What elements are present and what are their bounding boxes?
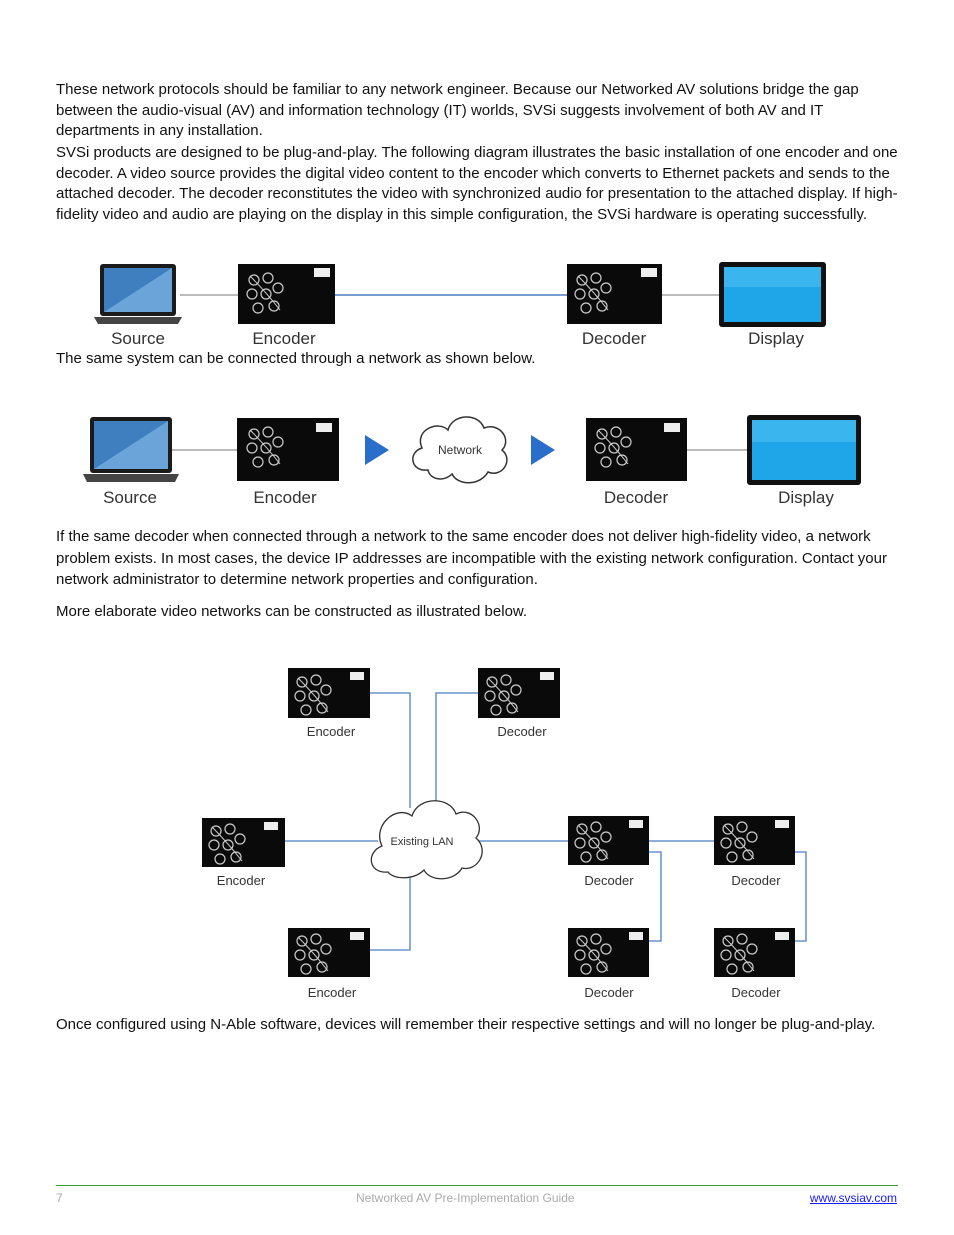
website-link[interactable]: www.svsiav.com: [809, 1191, 897, 1205]
decoder-label: Decoder: [582, 329, 647, 348]
decoder-device-icon: [586, 418, 687, 481]
decoder-label: Decoder: [604, 488, 669, 507]
encoder-label: Encoder: [307, 724, 356, 739]
decoder-device-icon: [714, 928, 795, 977]
encoder-label: Encoder: [308, 985, 357, 1000]
decoder-device-icon: [478, 668, 560, 718]
decoder-label: Decoder: [731, 873, 781, 888]
decoder-device-icon: [568, 816, 649, 865]
arrow-right-icon: [365, 435, 389, 465]
footer-title: Networked AV Pre-Implementation Guide: [356, 1191, 575, 1205]
display-monitor-icon: [747, 415, 861, 485]
encoder-device-icon: [238, 264, 335, 324]
encoder-label: Encoder: [252, 329, 316, 348]
lan-cloud-icon: [370, 800, 483, 880]
arrow-right-icon: [531, 435, 555, 465]
decoder-label: Decoder: [584, 985, 634, 1000]
display-monitor-icon: [719, 262, 826, 327]
encoder-label: Encoder: [253, 488, 317, 507]
decoder-device-icon: [567, 264, 662, 324]
encoder-label: Encoder: [217, 873, 266, 888]
source-label: Source: [111, 329, 165, 348]
footer-rule: [56, 1185, 898, 1186]
network-label: Network: [438, 443, 483, 457]
page-number: 7: [56, 1191, 63, 1205]
encoder-device-icon: [202, 818, 285, 867]
network-intro-paragraph: The same system can be connected through…: [56, 350, 536, 367]
source-label: Source: [103, 488, 157, 507]
encoder-device-icon: [288, 668, 370, 718]
configuration-paragraph: Once configured using N-Able software, d…: [56, 1016, 876, 1033]
decoder-label: Decoder: [497, 724, 547, 739]
lan-label: Existing LAN: [391, 836, 454, 848]
plug-and-play-paragraph: SVSi products are designed to be plug-an…: [56, 144, 898, 223]
troubleshooting-paragraph: If the same decoder when connected throu…: [56, 528, 887, 588]
decoder-label: Decoder: [731, 985, 781, 1000]
network-cloud-icon: [412, 416, 508, 484]
display-label: Display: [748, 329, 804, 348]
source-laptop-icon: [94, 264, 182, 324]
display-label: Display: [778, 488, 834, 507]
decoder-label: Decoder: [584, 873, 634, 888]
encoder-device-icon: [237, 418, 339, 481]
intro-paragraph: These network protocols should be famili…: [56, 81, 859, 139]
encoder-device-icon: [288, 928, 370, 977]
elaborate-networks-paragraph: More elaborate video networks can be con…: [56, 603, 528, 620]
source-laptop-icon: [83, 417, 179, 482]
decoder-device-icon: [568, 928, 649, 977]
decoder-device-icon: [714, 816, 795, 865]
